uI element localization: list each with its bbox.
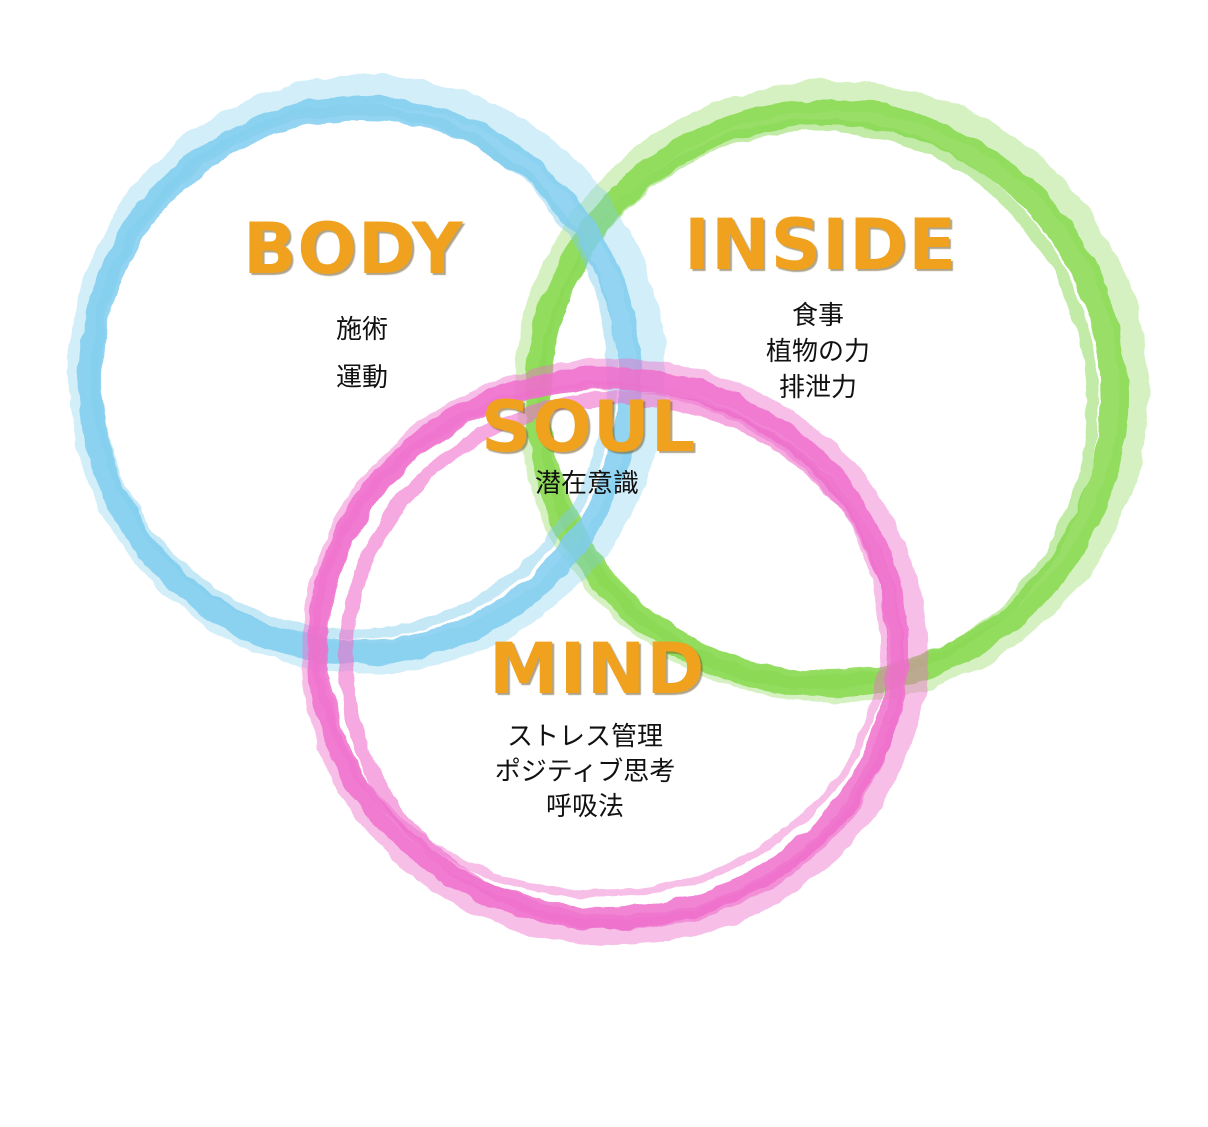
inside-items: 食事 植物の力 排泄力: [718, 298, 918, 406]
mind-items: ストレス管理 ポジティブ思考 呼吸法: [465, 720, 705, 825]
mind-item: 呼吸法: [545, 792, 624, 822]
soul-heading: SOUL: [481, 386, 697, 468]
inside-item: 植物の力: [765, 337, 870, 367]
mind-item: ストレス管理: [506, 722, 663, 752]
body-items: 施術 運動: [312, 306, 412, 402]
inside-item: 食事: [791, 301, 844, 331]
inside-item: 排泄力: [778, 373, 857, 403]
mind-ring-echo-stroke: [312, 382, 888, 898]
body-item: 運動: [335, 363, 388, 393]
inside-heading: INSIDE: [684, 204, 958, 286]
mind-heading: MIND: [489, 628, 706, 710]
body-heading: BODY: [243, 208, 464, 290]
mind-item: ポジティブ思考: [494, 757, 676, 787]
mind-ring-inner-stroke: [339, 391, 905, 929]
body-item: 施術: [335, 315, 388, 345]
soul-item: 潜在意識: [534, 469, 639, 499]
mind-ring: [301, 359, 927, 945]
soul-items: 潜在意識: [500, 466, 674, 502]
